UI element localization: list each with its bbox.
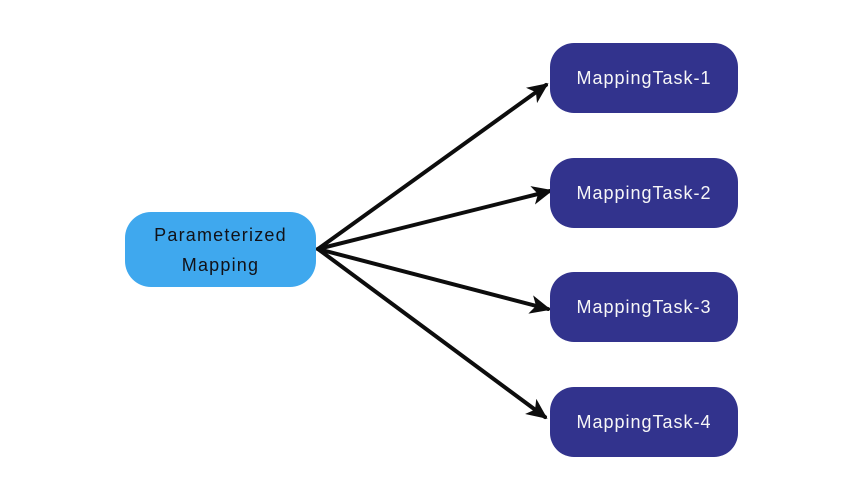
edge-arrow-to-task-3 [316, 247, 552, 314]
task-node-label: MappingTask-3 [576, 296, 712, 317]
node-mapping-task-1: MappingTask-1 [550, 43, 738, 113]
edge-arrow-to-task-4 [316, 247, 548, 419]
node-mapping-task-2: MappingTask-2 [550, 158, 738, 228]
edge-arrow-to-task-1 [316, 83, 549, 251]
source-node-label-line2: Mapping [181, 254, 260, 275]
node-mapping-task-4: MappingTask-4 [550, 387, 738, 457]
node-mapping-task-3: MappingTask-3 [550, 272, 738, 342]
task-node-label: MappingTask-2 [576, 182, 712, 203]
task-node-label: MappingTask-1 [576, 67, 712, 88]
node-parameterized-mapping: Parameterized Mapping [125, 212, 316, 287]
task-node-label: MappingTask-4 [576, 411, 712, 432]
source-node-label-line1: Parameterized [154, 224, 287, 245]
edge-arrow-to-task-2 [316, 186, 554, 251]
